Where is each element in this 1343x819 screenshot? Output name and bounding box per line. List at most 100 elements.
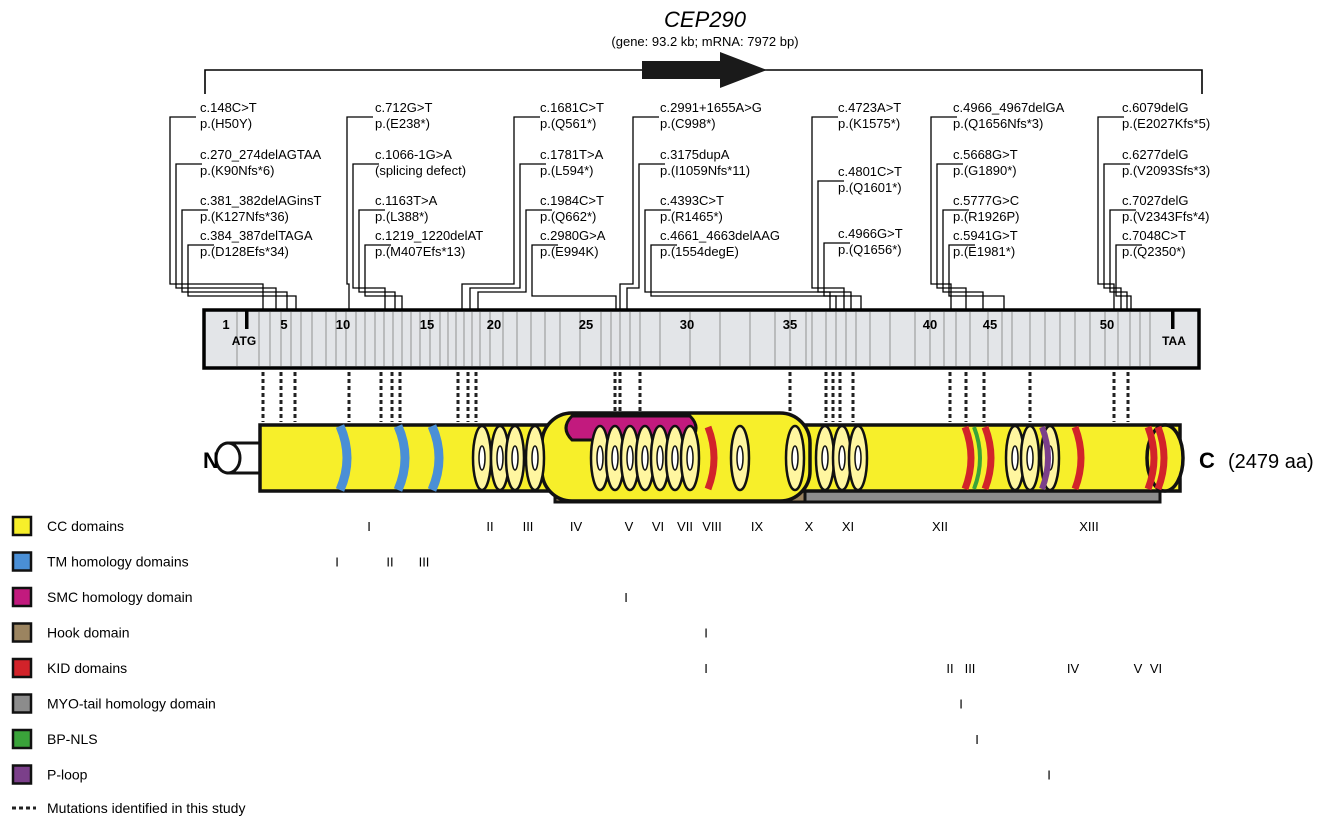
exon-number: 40 bbox=[923, 317, 937, 332]
legend-numeral: II bbox=[946, 661, 953, 676]
legend-numeral: I bbox=[367, 519, 371, 534]
cc-segment-core bbox=[1011, 445, 1019, 471]
mutation-connector bbox=[364, 244, 403, 310]
protein-change: p.(Q1601*) bbox=[838, 180, 902, 195]
kid-domain-band bbox=[1144, 425, 1158, 491]
legend-label: MYO-tail homology domain bbox=[47, 696, 216, 712]
exon-bar bbox=[202, 308, 1201, 370]
cc-segment-core bbox=[854, 445, 862, 471]
mutation-connector bbox=[817, 180, 852, 310]
legend-numeral: VI bbox=[1150, 661, 1162, 676]
cdna-change: c.4723A>T bbox=[838, 100, 901, 115]
legend-numeral: IV bbox=[570, 519, 583, 534]
kid-domain-band bbox=[704, 425, 718, 491]
mutation-connector bbox=[1109, 209, 1136, 310]
legend-numeral: VIII bbox=[702, 519, 722, 534]
mutation-connector bbox=[644, 209, 831, 310]
protein-change: p.(K90Nfs*6) bbox=[200, 163, 274, 178]
cdna-change: c.4966_4967delGA bbox=[953, 100, 1065, 115]
protein-change: p.(Q2350*) bbox=[1122, 244, 1186, 259]
legend-swatch bbox=[11, 728, 33, 750]
mutation-connector bbox=[469, 163, 546, 310]
cc-segment-core bbox=[478, 445, 486, 471]
cdna-change: c.5941G>T bbox=[953, 228, 1018, 243]
mutation-connectors bbox=[169, 116, 1142, 310]
exon-number: 35 bbox=[783, 317, 797, 332]
protein-length: (2479 aa) bbox=[1228, 451, 1314, 473]
direction-arrow-icon bbox=[642, 52, 767, 88]
kid-domain-band bbox=[1154, 425, 1168, 491]
mutation-connector bbox=[187, 244, 297, 310]
mutation-connector bbox=[930, 116, 957, 310]
legend-numeral: II bbox=[386, 555, 393, 570]
tm-domain-band bbox=[335, 424, 352, 492]
legend-swatch bbox=[11, 586, 33, 608]
exon-number: 5 bbox=[280, 317, 287, 332]
legend-numeral: III bbox=[965, 661, 976, 676]
cdna-change: c.384_387delTAGA bbox=[200, 228, 313, 243]
mutation-connector bbox=[1115, 244, 1142, 310]
mutation-connector bbox=[352, 163, 386, 310]
cc-segment-core bbox=[686, 445, 694, 471]
cdna-change: c.148C>T bbox=[200, 100, 257, 115]
stop-codon-label: TAA bbox=[1162, 334, 1186, 348]
cc-segment-core bbox=[736, 445, 744, 471]
protein-change: p.(K1575*) bbox=[838, 116, 900, 131]
legend-numeral: X bbox=[805, 519, 814, 534]
legend-numeral: I bbox=[704, 626, 708, 641]
cc-segment-core bbox=[496, 445, 504, 471]
tm-domain-band bbox=[427, 424, 444, 492]
cdna-change: c.7027delG bbox=[1122, 193, 1189, 208]
protein-change: p.(V2343Ffs*4) bbox=[1122, 209, 1209, 224]
mutation-connector bbox=[346, 116, 373, 310]
mutation-connector bbox=[477, 209, 552, 310]
protein-change: (splicing defect) bbox=[375, 163, 466, 178]
mutation-connector bbox=[531, 244, 617, 310]
legend-label: KID domains bbox=[47, 660, 127, 676]
legend-numeral: I bbox=[959, 697, 963, 712]
cdna-change: c.1681C>T bbox=[540, 100, 604, 115]
legend-numeral: III bbox=[523, 519, 534, 534]
legend-swatch bbox=[11, 551, 33, 572]
exon-number: 10 bbox=[336, 317, 350, 332]
cdna-change: c.1781T>A bbox=[540, 147, 604, 162]
cdna-change: c.7048C>T bbox=[1122, 228, 1186, 243]
legend-swatch bbox=[11, 693, 33, 714]
exon-number: 50 bbox=[1100, 317, 1114, 332]
protein-model bbox=[214, 411, 1185, 504]
cdna-change: c.4661_4663delAAG bbox=[660, 228, 780, 243]
legend-numeral: XIII bbox=[1079, 519, 1099, 534]
protein-change: p.(E1981*) bbox=[953, 244, 1015, 259]
legend-numeral: XI bbox=[842, 519, 854, 534]
legend-swatch bbox=[11, 515, 33, 537]
exon-number: 25 bbox=[579, 317, 593, 332]
mutation-connector bbox=[650, 244, 837, 310]
legend-label: SMC homology domain bbox=[47, 589, 193, 605]
mutation-connector bbox=[948, 244, 1005, 310]
protein-change: p.(M407Efs*13) bbox=[375, 244, 465, 259]
legend-numeral: V bbox=[625, 519, 634, 534]
mutation-connector bbox=[626, 163, 665, 310]
mutation-position-lines bbox=[261, 372, 1130, 422]
cdna-change: c.1984C>T bbox=[540, 193, 604, 208]
legend-numeral: I bbox=[1047, 768, 1051, 783]
legend-numeral: XII bbox=[932, 519, 948, 534]
cdna-change: c.5668G>T bbox=[953, 147, 1018, 162]
protein-change: p.(Q561*) bbox=[540, 116, 596, 131]
cdna-change: c.712G>T bbox=[375, 100, 433, 115]
protein-change: p.(H50Y) bbox=[200, 116, 252, 131]
cdna-change: c.4966G>T bbox=[838, 226, 903, 241]
legend-label: P-loop bbox=[47, 767, 88, 783]
cc-segment-core bbox=[611, 445, 619, 471]
legend-mutations-label: Mutations identified in this study bbox=[47, 800, 245, 816]
cdna-change: c.4393C>T bbox=[660, 193, 724, 208]
cdna-change: c.6277delG bbox=[1122, 147, 1189, 162]
cdna-change: c.6079delG bbox=[1122, 100, 1189, 115]
mutation-connector bbox=[811, 116, 845, 310]
protein-change: p.(D128Efs*34) bbox=[200, 244, 289, 259]
legend-numeral: II bbox=[486, 519, 493, 534]
